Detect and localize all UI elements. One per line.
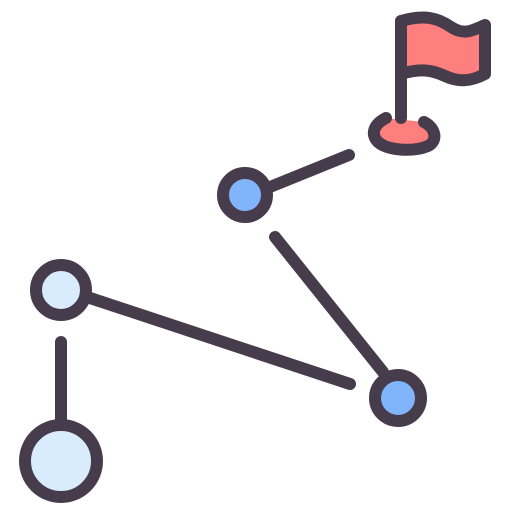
route-waypoint-left-node xyxy=(30,259,92,321)
route-waypoint-middle-node xyxy=(217,167,273,223)
flag-base-ellipse xyxy=(367,112,441,156)
segment-bottom-node-to-middle-node xyxy=(269,231,389,378)
route-connectors xyxy=(55,149,389,426)
flag-banner xyxy=(395,11,491,87)
route-waypoint-bottom-node xyxy=(369,369,427,427)
route-start-node xyxy=(19,419,103,503)
destination-flag-icon xyxy=(367,11,491,156)
route-nodes xyxy=(19,167,427,503)
segment-first-node-to-bottom-node xyxy=(84,292,356,390)
segment-middle-node-to-flag xyxy=(264,149,355,193)
